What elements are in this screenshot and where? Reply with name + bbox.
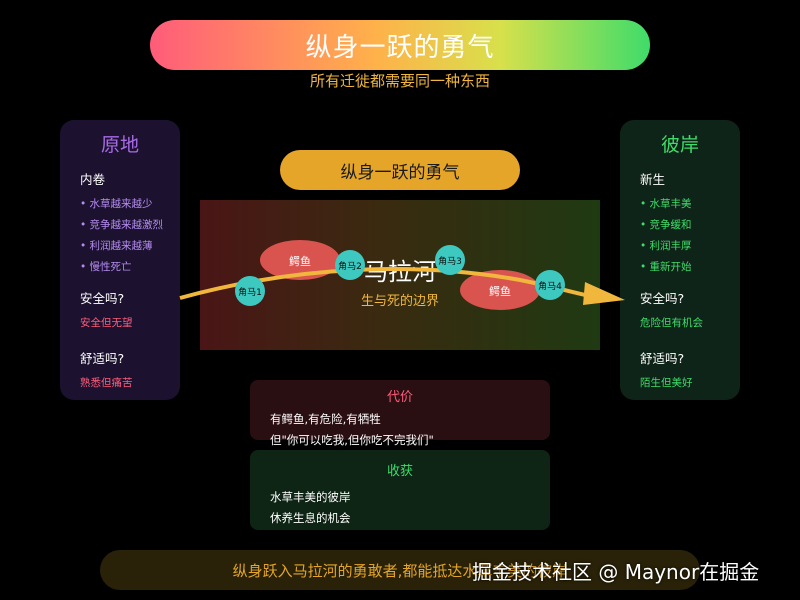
right-panel-other-shore: 彼岸 新生 • 水草丰美 • 竞争缓和 • 利润丰厚 • 重新开始 安全吗? 危… [620,120,740,400]
wildebeest-marker [335,250,365,280]
left-panel-title: 原地 [100,134,139,156]
left-answer-comfort: 熟悉但痛苦 [80,377,133,389]
left-item-list: • 水草越来越少 • 竞争越来越激烈 • 利润越来越薄 • 慢性死亡 [80,196,180,274]
wildebeest-label: 角马4 [538,280,562,292]
left-answer-safe: 安全但无望 [80,317,133,329]
left-list-item: • 水草越来越少 [80,198,153,210]
left-list-item: • 利润越来越薄 [80,240,153,252]
wildebeest-marker [535,270,565,300]
gain-title: 收获 [386,464,413,479]
wildebeest-marker [235,276,265,306]
right-item-list: • 水草丰美 • 竞争缓和 • 利润丰厚 • 重新开始 [640,196,740,274]
right-question-comfort: 舒适吗? [640,351,685,366]
arrow-head-icon [583,282,625,305]
wildebeest-label: 角马3 [438,255,462,267]
cost-box: 代价 有鳄鱼,有危险,有牺牲 但"你可以吃我,但你吃不完我们" [250,380,550,447]
crocodile-label: 鳄鱼 [289,254,311,268]
left-question-safe: 安全吗? [80,291,125,306]
gain-line: 休养生息的机会 [270,511,351,525]
left-section-label: 内卷 [80,172,106,187]
right-list-item: • 重新开始 [640,261,692,273]
cost-line: 有鳄鱼,有危险,有牺牲 [270,412,381,426]
wildebeest-label: 角马2 [338,260,362,272]
left-list-item: • 竞争越来越激烈 [80,219,164,231]
right-answer-comfort: 陌生但美好 [640,377,693,389]
courage-pill: 纵身一跃的勇气 [280,150,520,190]
cost-title: 代价 [386,390,413,405]
left-list-item: • 慢性死亡 [80,261,132,273]
mara-river [200,200,600,350]
left-panel-origin: 原地 内卷 • 水草越来越少 • 竞争越来越激烈 • 利润越来越薄 • 慢性死亡… [60,120,180,400]
conclusion-banner: 纵身跃入马拉河的勇敢者,都能抵达水草丰美的彼岸 [100,550,700,590]
conclusion-text: 纵身跃入马拉河的勇敢者,都能抵达水草丰美的彼岸 [232,561,568,580]
right-section-label: 新生 [640,172,666,187]
left-question-comfort: 舒适吗? [80,351,125,366]
page-subtitle: 所有迁徙都需要同一种东西 [309,72,490,90]
gain-line: 水草丰美的彼岸 [270,490,351,504]
right-list-item: • 水草丰美 [640,198,692,210]
crocodile-label: 鳄鱼 [489,284,511,298]
crocodile-marker [260,240,340,280]
right-panel-title: 彼岸 [660,134,699,156]
wildebeest-marker [435,245,465,275]
right-question-safe: 安全吗? [640,291,685,306]
river-subtitle: 生与死的边界 [361,293,439,309]
right-answer-safe: 危险但有机会 [640,317,703,329]
wildebeest-label: 角马1 [238,286,262,298]
river-title: 马拉河 [364,258,436,286]
right-list-item: • 利润丰厚 [640,240,692,252]
title-banner: 纵身一跃的勇气 [150,20,650,70]
cost-line: 但"你可以吃我,但你吃不完我们" [270,433,434,447]
watermark: 掘金技术社区 @ Maynor在掘金 [472,560,760,584]
gain-box: 收获 水草丰美的彼岸 休养生息的机会 [250,450,550,530]
right-list-item: • 竞争缓和 [640,219,692,231]
courage-pill-label: 纵身一跃的勇气 [340,162,460,183]
page-title: 纵身一跃的勇气 [305,32,495,63]
